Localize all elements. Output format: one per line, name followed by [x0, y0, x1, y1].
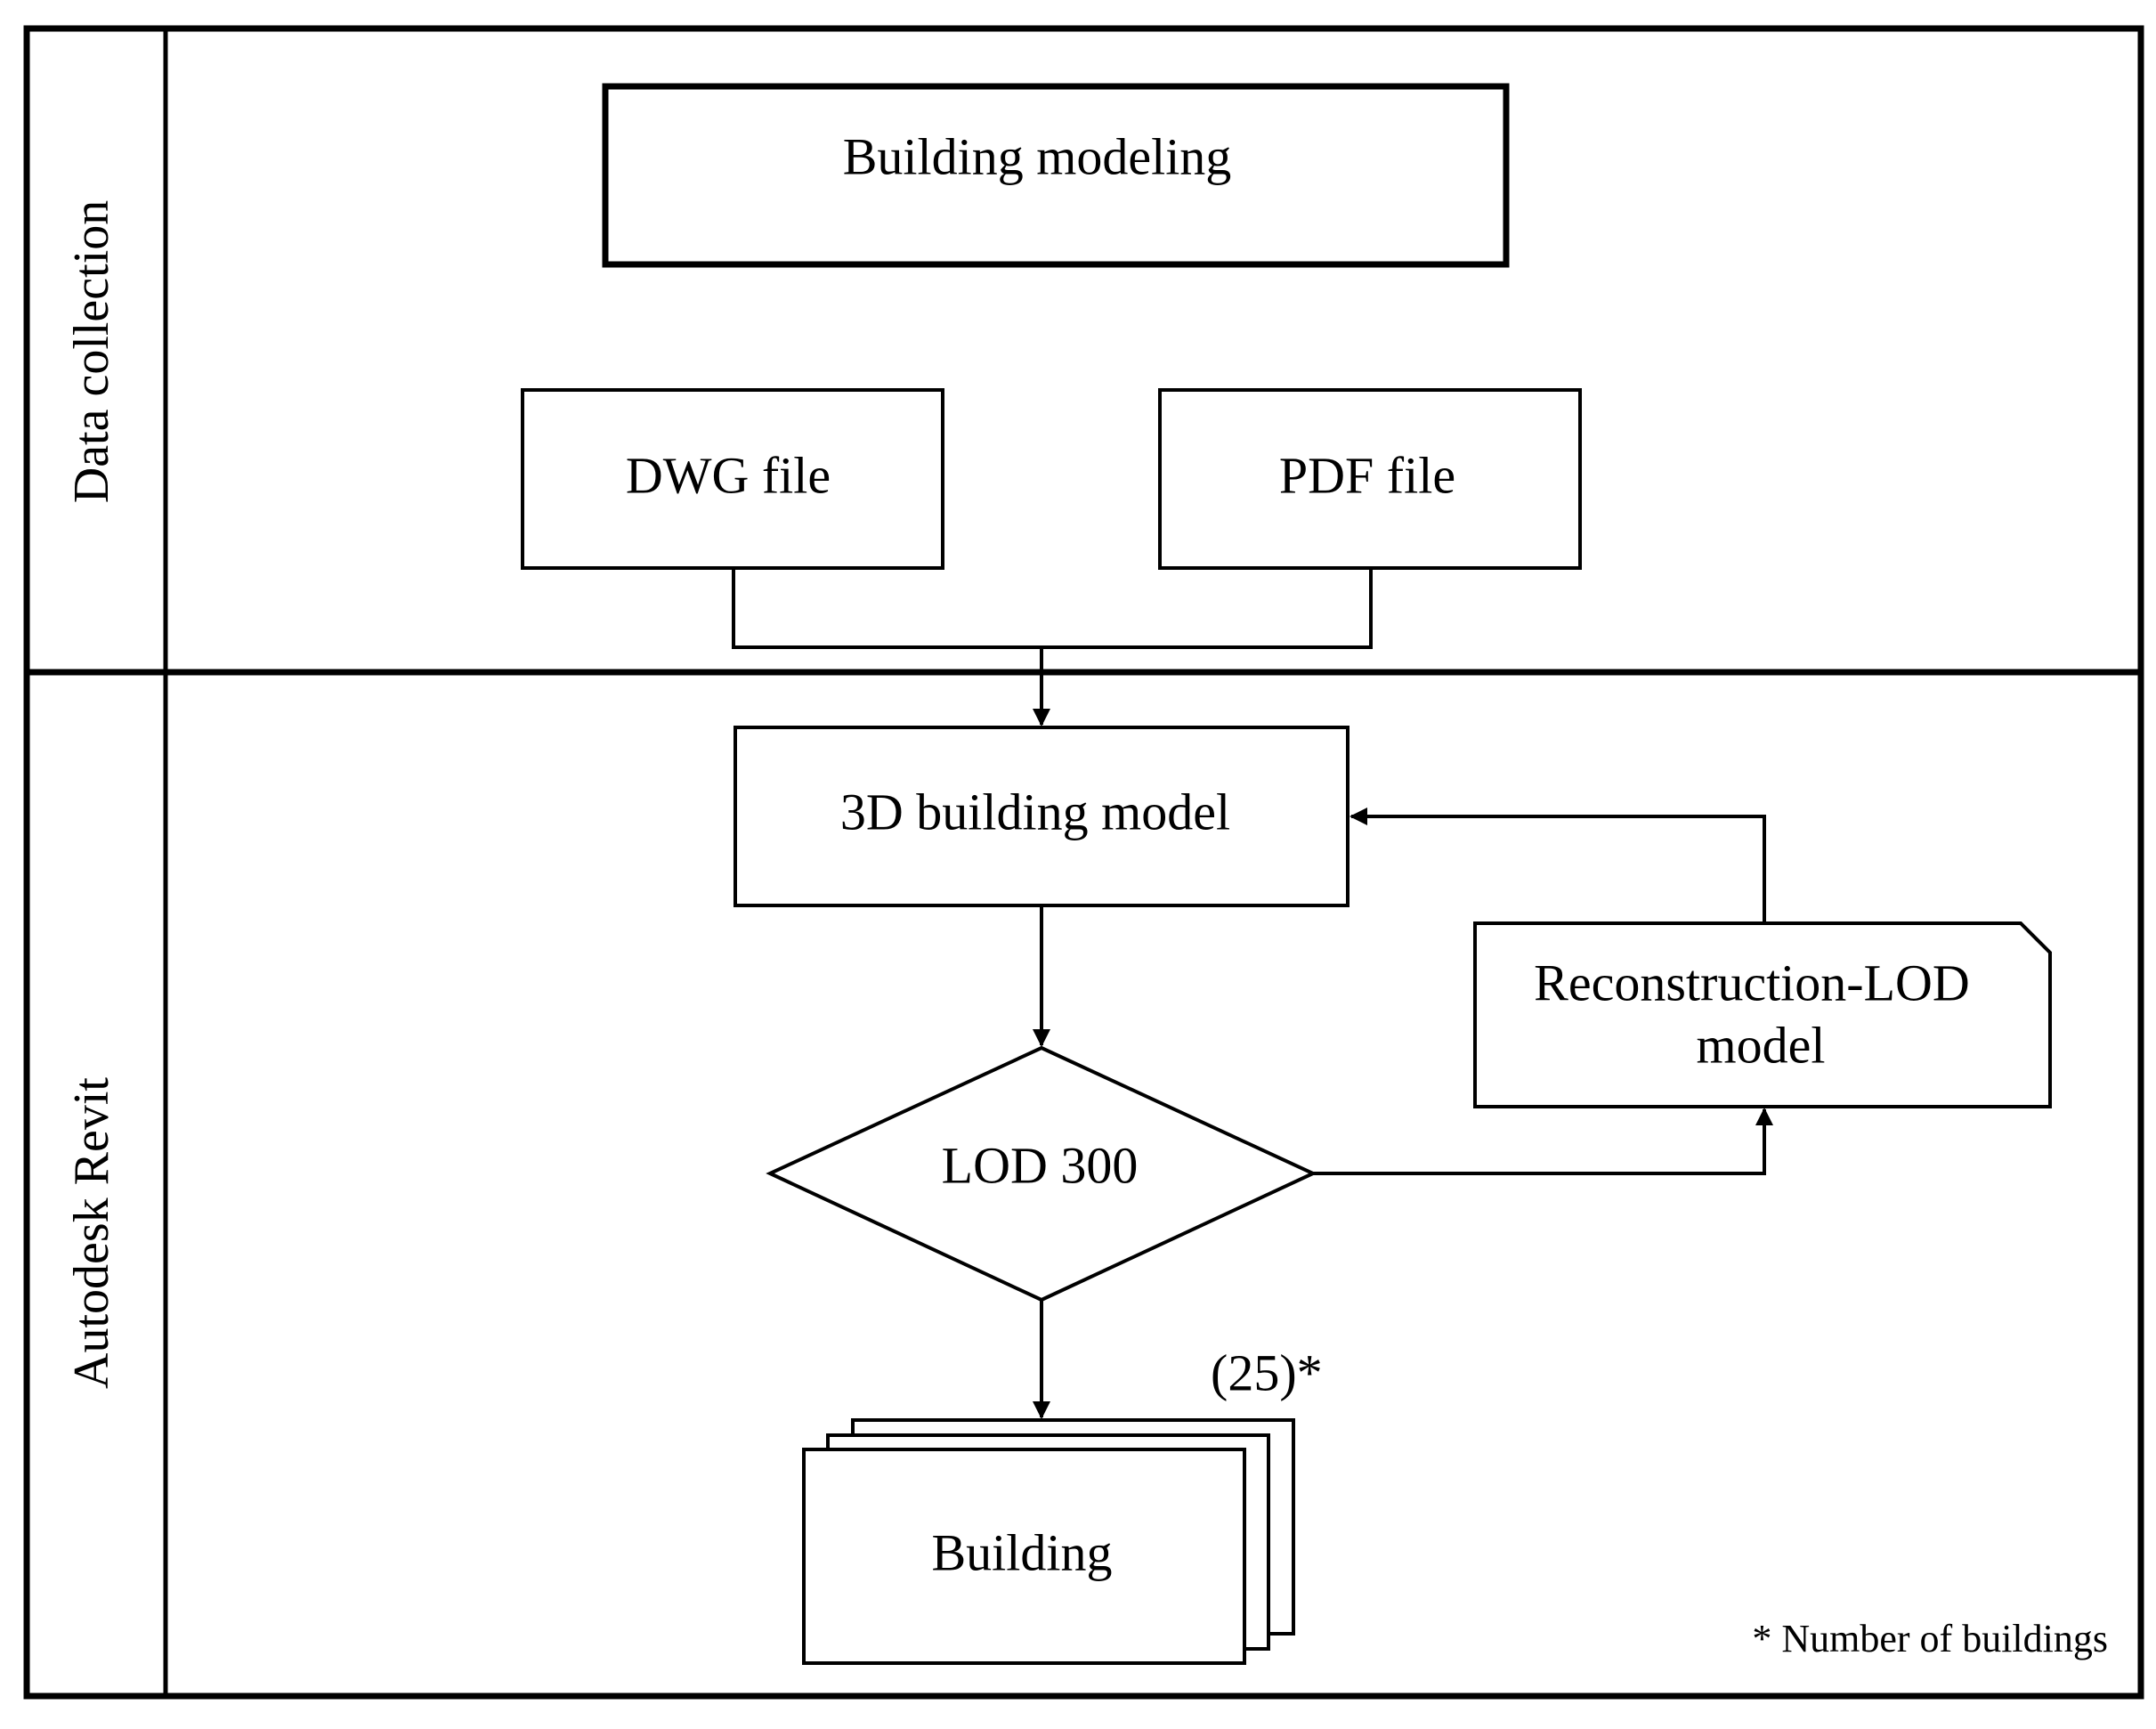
- building-modeling-label: Building modeling: [843, 127, 1232, 185]
- lane-label-data-collection: Data collection: [64, 200, 119, 504]
- reconstruction-lod-model-box: [1473, 921, 2052, 1108]
- dwg-file-box: [521, 388, 944, 570]
- merge-connector: [732, 568, 1373, 649]
- outer-frame: [23, 25, 2144, 1700]
- building-stack-front: [802, 1448, 1246, 1665]
- pdf-file-box: [1158, 388, 1582, 570]
- reconstruction-lod-model-label-line1: Reconstruction-LOD: [1534, 954, 1970, 1011]
- arrow-feedback-to-3d-model: [1350, 808, 1766, 923]
- footnote: * Number of buildings: [1752, 1617, 2108, 1660]
- arrow-to-reconstruction: [1313, 1108, 1773, 1175]
- reconstruction-lod-model-label-line2: model: [1697, 1016, 1826, 1074]
- lane-label-autodesk-revit: Autodesk Revit: [64, 1077, 119, 1389]
- building-modeling-box: [602, 83, 1510, 268]
- building-label: Building: [931, 1523, 1112, 1581]
- dwg-file-label: DWG file: [626, 446, 831, 504]
- 3d-building-model-box: [734, 726, 1350, 907]
- 3d-building-model-label: 3D building model: [840, 783, 1230, 840]
- building-count-label: (25)*: [1211, 1343, 1323, 1401]
- lod-300-label: LOD 300: [942, 1136, 1139, 1194]
- pdf-file-label: PDF file: [1279, 446, 1455, 504]
